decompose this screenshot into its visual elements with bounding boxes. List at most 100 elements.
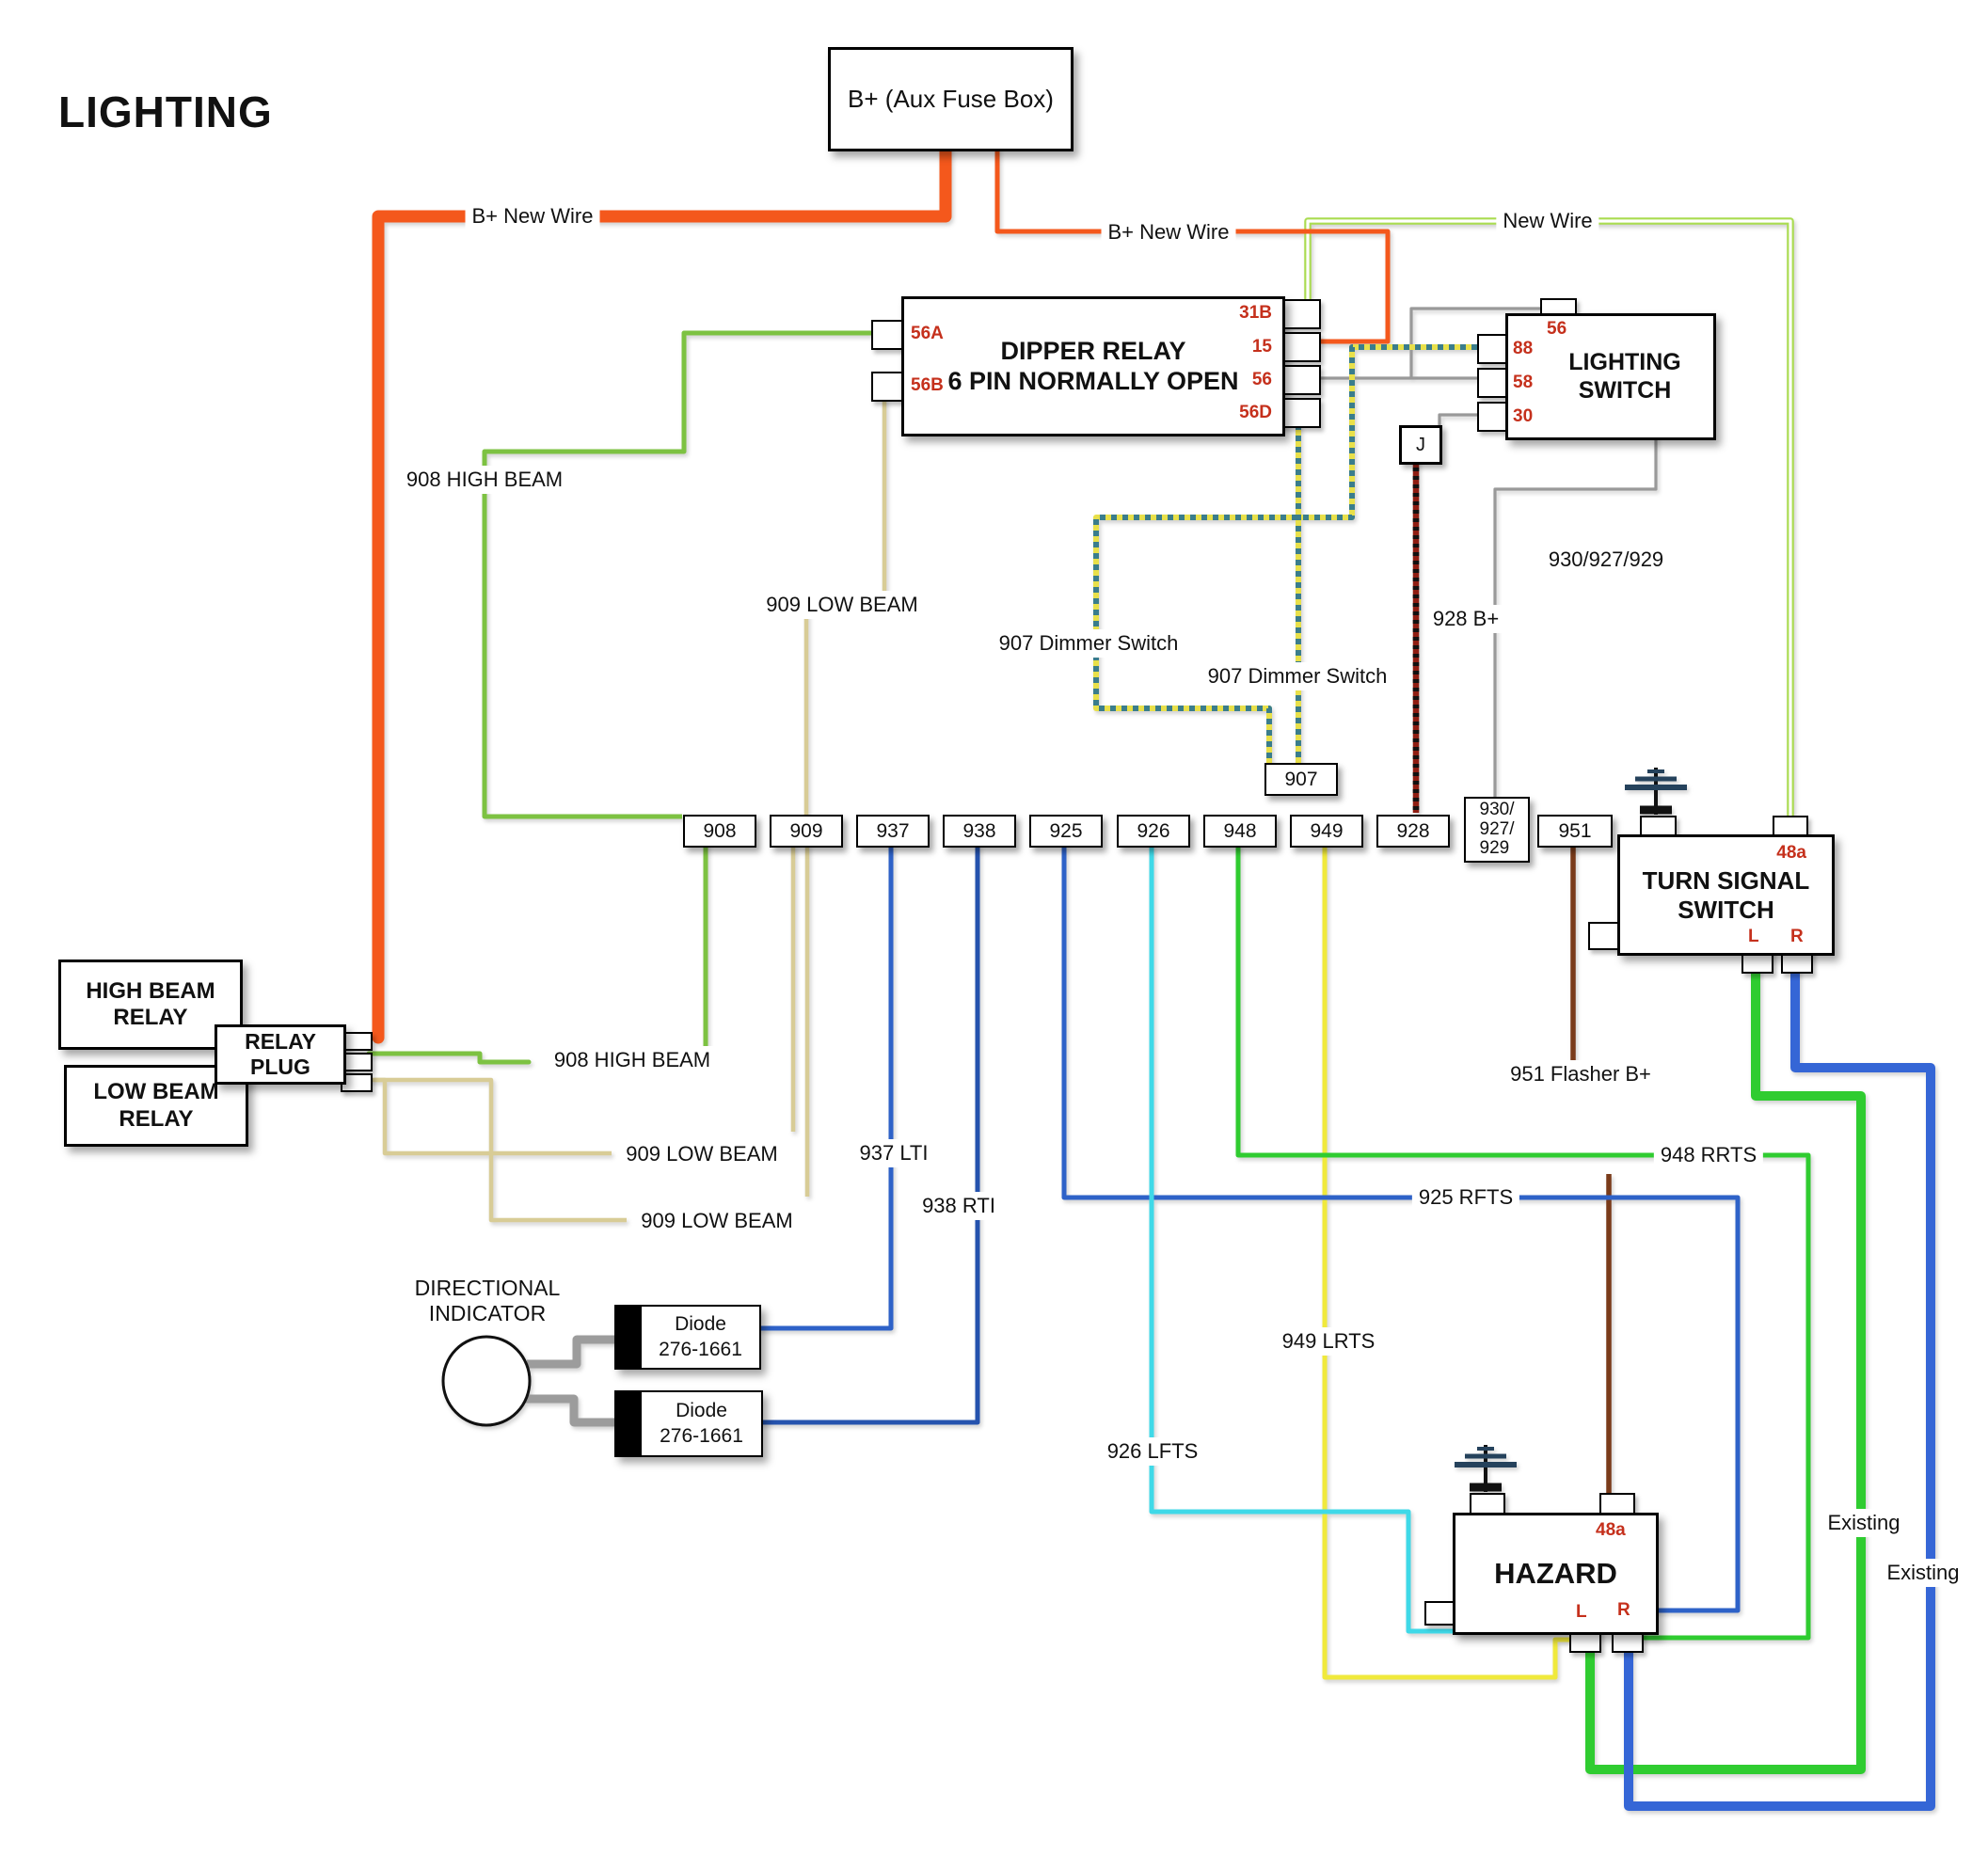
terminal-909-label: 909	[789, 819, 823, 842]
dipper-pin-56a	[871, 320, 905, 350]
hazard-pin-label-l: L	[1576, 1602, 1587, 1622]
dipper-pin-56b	[871, 372, 905, 402]
wire-label-926-lfts: 926 LFTS	[1100, 1437, 1205, 1466]
lighting-pin-label-88: 88	[1513, 339, 1534, 358]
wire-label-b-new-wire-1: B+ New Wire	[465, 202, 600, 230]
dipper-pin-label-56: 56	[1251, 370, 1272, 389]
wire-937-lti	[758, 845, 894, 1331]
lighting-switch-box: LIGHTING SWITCH	[1505, 313, 1716, 440]
diode-bottom-label-1: Diode	[676, 1400, 727, 1422]
diode-top-band	[616, 1307, 642, 1368]
wire-label-951-flasher: 951 Flasher B+	[1503, 1060, 1658, 1088]
wire-925-rfts	[1061, 845, 1741, 1613]
diode-bottom-label-2: 276-1661	[660, 1424, 743, 1447]
dipper-relay-title-1: DIPPER RELAY	[1000, 336, 1186, 365]
dipper-pin-15	[1280, 332, 1321, 362]
turn-signal-title-2: SWITCH	[1678, 895, 1774, 924]
terminal-909: 909	[770, 815, 843, 848]
hazard-pin-label-48a: 48a	[1596, 1520, 1626, 1540]
wire-909-plug-b	[374, 1077, 627, 1223]
wire-label-b-new-wire-2: B+ New Wire	[1101, 218, 1236, 246]
high-beam-relay-box: HIGH BEAM RELAY	[58, 960, 243, 1050]
terminal-928-label: 928	[1396, 819, 1430, 842]
terminal-908-label: 908	[703, 819, 737, 842]
dipper-pin-label-31b: 31B	[1239, 303, 1272, 323]
wire-b-plus-main	[372, 141, 952, 1044]
wire-label-new-wire: New Wire	[1496, 207, 1599, 235]
directional-indicator-line2: INDICATOR	[428, 1301, 547, 1325]
wire-908-high-beam	[482, 330, 871, 819]
page-title: LIGHTING	[58, 87, 273, 136]
directional-indicator-line1: DIRECTIONAL	[414, 1276, 561, 1300]
diode-bottom-box: Diode 276-1661	[614, 1390, 763, 1457]
lighting-pin-label-56: 56	[1547, 319, 1567, 339]
terminal-926-label: 926	[1137, 819, 1170, 842]
terminal-948-label: 948	[1223, 819, 1257, 842]
wire-label-948-rrts: 948 RRTS	[1653, 1141, 1764, 1169]
terminal-938: 938	[943, 815, 1016, 848]
terminal-937: 937	[856, 815, 930, 848]
wire-label-938-rti: 938 RTI	[915, 1192, 1002, 1220]
terminal-951-label: 951	[1558, 819, 1592, 842]
lighting-switch-title-2: SWITCH	[1578, 376, 1672, 404]
high-beam-relay-title-1: HIGH BEAM	[86, 977, 215, 1004]
wire-turn-right-trunk	[1624, 969, 1935, 1811]
low-beam-relay-title-1: LOW BEAM	[93, 1079, 219, 1105]
wire-label-907-dimmer-2: 907 Dimmer Switch	[1201, 662, 1394, 690]
terminal-930-line2: 927/	[1479, 818, 1515, 839]
wire-label-existing-2: Existing	[1880, 1559, 1966, 1587]
wire-30-junction	[1438, 413, 1477, 425]
turn-signal-title-1: TURN SIGNAL	[1642, 865, 1810, 895]
dipper-pin-label-56d: 56D	[1239, 403, 1272, 422]
terminal-925: 925	[1029, 815, 1103, 848]
wire-label-925-rfts: 925 RFTS	[1411, 1183, 1520, 1212]
aux-fuse-box: B+ (Aux Fuse Box)	[828, 47, 1074, 151]
diode-bottom-band	[616, 1392, 642, 1455]
wire-label-930-bundle: 930/927/929	[1541, 546, 1671, 574]
terminal-926: 926	[1117, 815, 1190, 848]
high-beam-relay-title-2: RELAY	[113, 1005, 188, 1030]
terminal-930-927-929: 930/ 927/ 929	[1464, 797, 1530, 863]
terminal-930-line1: 930/	[1479, 799, 1515, 819]
turn-signal-left-side-pin	[1588, 922, 1622, 950]
wire-label-949-lrts: 949 LRTS	[1275, 1327, 1382, 1356]
dipper-pin-31b	[1280, 299, 1321, 329]
wire-b-plus-relay	[994, 148, 1391, 344]
dipper-relay-title-2: 6 PIN NORMALLY OPEN	[947, 366, 1239, 395]
dipper-pin-label-15: 15	[1251, 337, 1272, 357]
terminal-938-label: 938	[962, 819, 996, 842]
relay-plug-box: RELAY PLUG	[215, 1024, 346, 1085]
terminal-925-label: 925	[1049, 819, 1083, 842]
wire-908-plug	[366, 1051, 532, 1065]
ground-icon	[1625, 768, 1687, 815]
wire-indicator-lead-1	[527, 1335, 617, 1369]
wire-949-lrts	[1322, 845, 1569, 1680]
low-beam-relay-title-2: RELAY	[119, 1105, 194, 1132]
ground-icon	[1455, 1445, 1517, 1492]
wire-label-909-low-beam-3: 909 LOW BEAM	[634, 1207, 800, 1235]
lighting-switch-title-1: LIGHTING	[1568, 349, 1681, 375]
diode-top-label-2: 276-1661	[659, 1338, 742, 1360]
terminal-949-label: 949	[1310, 819, 1344, 842]
turn-signal-switch-box: TURN SIGNAL SWITCH	[1617, 834, 1835, 956]
wire-label-existing-1: Existing	[1821, 1509, 1907, 1537]
lighting-pin-label-30: 30	[1513, 406, 1534, 426]
turn-signal-pin-label-l: L	[1748, 927, 1759, 946]
relay-plug-title-2: PLUG	[250, 1055, 310, 1079]
diode-top-label-1: Diode	[675, 1313, 726, 1336]
aux-fuse-box-label: B+ (Aux Fuse Box)	[848, 85, 1054, 113]
turn-signal-pin-label-r: R	[1790, 927, 1804, 946]
hazard-box: HAZARD	[1453, 1513, 1659, 1635]
relay-plug-title-1: RELAY	[245, 1028, 316, 1054]
wire-938-rti	[760, 845, 980, 1425]
dipper-pin-56	[1280, 365, 1321, 395]
junction-label: J	[1416, 434, 1425, 455]
low-beam-relay-box: LOW BEAM RELAY	[64, 1065, 248, 1147]
wire-turn-left-trunk	[1585, 969, 1866, 1774]
wire-56-branch	[1409, 307, 1540, 378]
hazard-title: HAZARD	[1494, 1556, 1617, 1590]
junction-box: J	[1399, 425, 1442, 465]
wire-label-908-high-beam-2: 908 HIGH BEAM	[547, 1046, 718, 1074]
